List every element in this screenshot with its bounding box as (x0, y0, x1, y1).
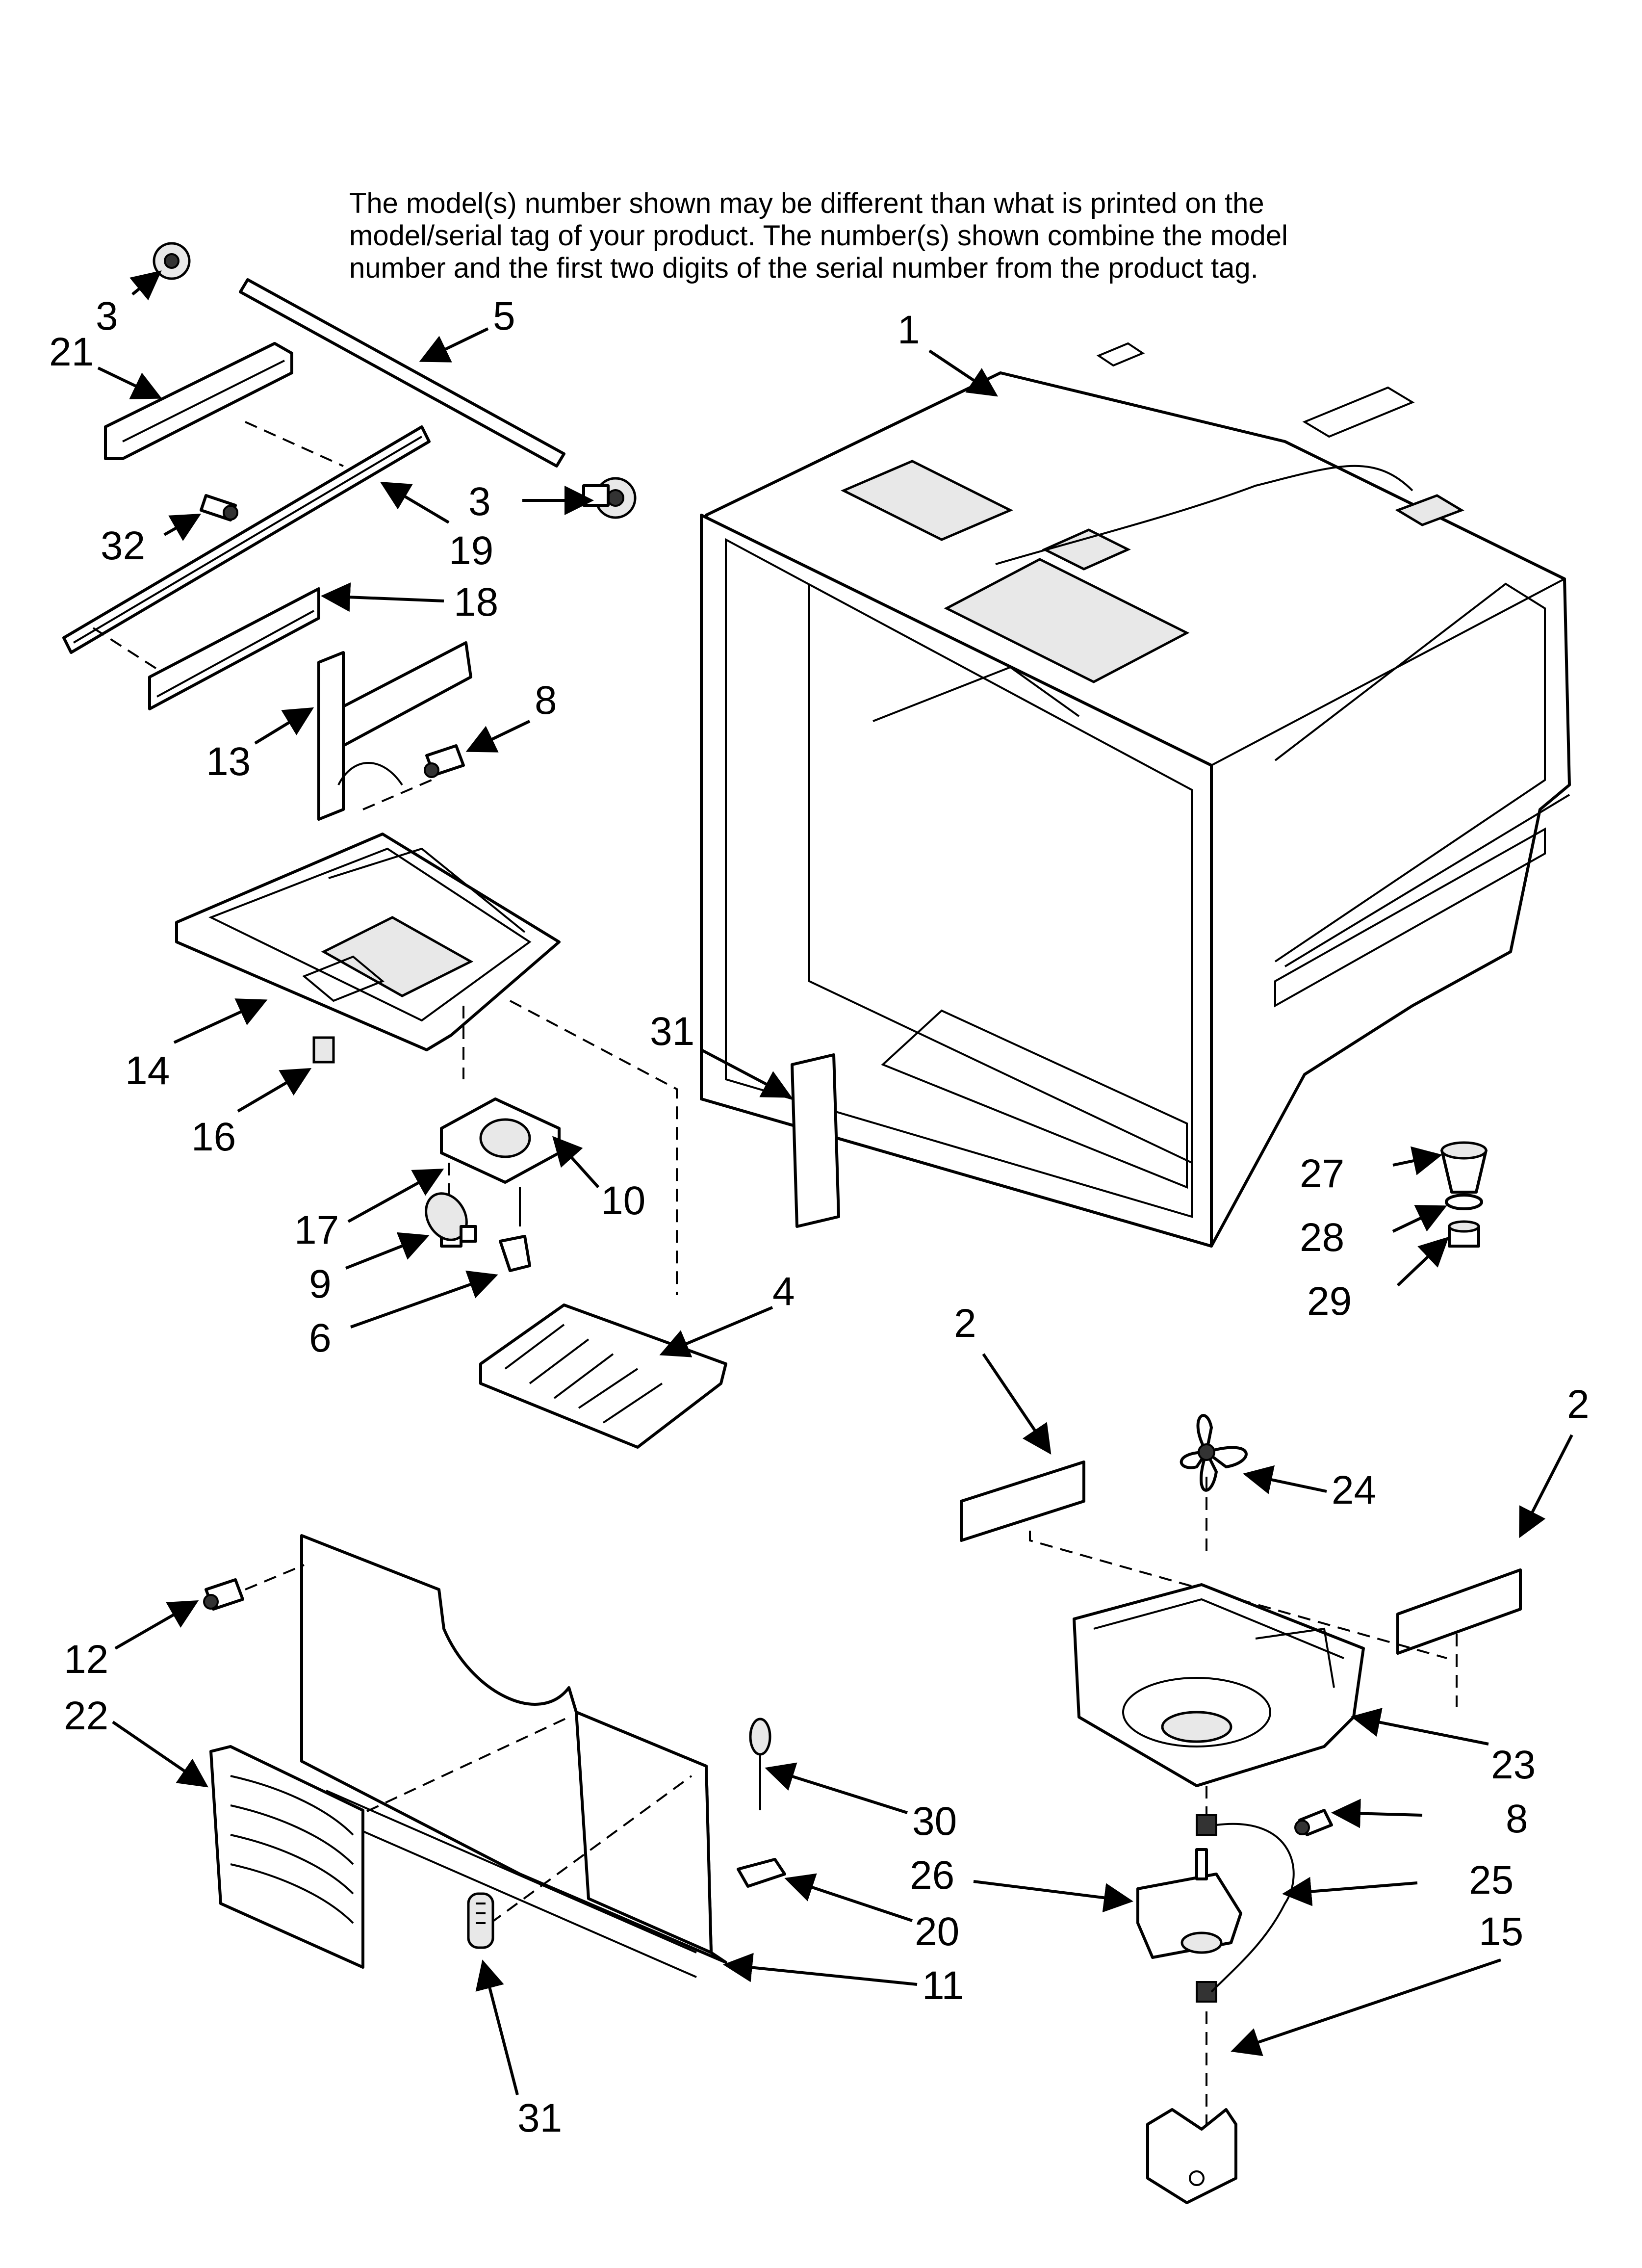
seal-part-2 (960, 1460, 1085, 1542)
callout-10: 10 (601, 1178, 645, 1223)
callout-20: 20 (915, 1909, 959, 1954)
slide-rail-part-19 (62, 425, 431, 654)
light-bulb-part-9 (425, 1192, 477, 1243)
callout-30: 30 (912, 1799, 957, 1844)
callout-31: 31 (650, 1009, 694, 1054)
bracket-part-13 (317, 641, 472, 821)
clip-part-31 (467, 1892, 494, 1949)
ring-part-28 (1445, 1194, 1483, 1210)
callout-27: 27 (1300, 1151, 1344, 1196)
callout-21: 21 (49, 330, 94, 374)
callout-6: 6 (309, 1316, 332, 1360)
motor-bracket-part-15 (1146, 2108, 1237, 2204)
callout-2: 2 (954, 1301, 976, 1346)
callout-8: 8 (535, 678, 557, 723)
foam-strip-part-20 (737, 1858, 786, 1888)
cap-part-27 (1440, 1141, 1488, 1194)
evaporator-cover-part-11 (300, 1534, 727, 1978)
callout-14: 14 (125, 1048, 170, 1093)
note-line: The model(s) number shown may be differe… (349, 187, 1264, 219)
callout-24: 24 (1332, 1468, 1376, 1512)
callout-32: 32 (101, 523, 145, 568)
callout-19: 19 (449, 528, 493, 573)
fan-housing-part-23 (1073, 1583, 1365, 1787)
gear-part-3 (153, 242, 191, 280)
callout-16: 16 (191, 1115, 236, 1159)
callout-15: 15 (1479, 1909, 1523, 1954)
fan-blade-part-24 (1180, 1414, 1248, 1492)
plug-part-29 (1448, 1220, 1480, 1248)
grille-part-22 (209, 1745, 364, 1969)
callout-22: 22 (64, 1694, 108, 1738)
seal-part-2-right (1396, 1568, 1522, 1655)
callout-26: 26 (910, 1853, 954, 1898)
callout-12: 12 (64, 1637, 108, 1682)
screw-part-32 (200, 494, 238, 521)
drain-trough-part-4 (479, 1303, 727, 1449)
callout-28: 28 (1300, 1215, 1344, 1260)
model-number-note: The model(s) number shown may be differe… (349, 187, 1526, 285)
screw-part-12 (203, 1578, 244, 1611)
slide-bracket-part-21 (104, 342, 293, 460)
callout-18: 18 (454, 580, 498, 625)
callout-29: 29 (1307, 1279, 1352, 1324)
note-line: model/serial tag of your product. The nu… (349, 220, 1288, 252)
callout-8: 8 (1506, 1797, 1528, 1841)
housing-part-14 (175, 833, 561, 1051)
leader-lines (97, 270, 1573, 2095)
callout-31: 31 (517, 2096, 562, 2140)
note-line: number and the first two digits of the s… (349, 252, 1258, 284)
gear-part-3-right (582, 477, 637, 519)
screw-part-8-right (1294, 1809, 1333, 1836)
thermistor-part-30 (749, 1718, 771, 1810)
callout-17: 17 (294, 1208, 339, 1252)
callout-23: 23 (1491, 1743, 1536, 1787)
callout-9: 9 (309, 1262, 332, 1306)
slide-rail-part-18 (148, 587, 320, 710)
callout-11: 11 (922, 1963, 964, 2008)
callout-4: 4 (772, 1269, 795, 1314)
callout-25: 25 (1469, 1858, 1514, 1903)
shaft-part-5 (239, 278, 565, 468)
fan-motor-part-26 (1136, 1814, 1242, 2003)
light-switch-part-10 (440, 1097, 561, 1184)
callout-13: 13 (206, 739, 251, 784)
screw-part-8 (424, 744, 465, 778)
light-socket-part-16 (312, 1036, 335, 1064)
duct-part-31 (791, 1053, 840, 1228)
lamp-socket-part-6 (499, 1235, 531, 1272)
callout-5: 5 (493, 294, 515, 339)
callout-2: 2 (1567, 1382, 1590, 1427)
callout-3: 3 (96, 294, 118, 339)
callout-labels: 3 21 5 1 3 32 19 18 8 13 14 16 31 10 17 … (49, 294, 1590, 2140)
callout-3: 3 (468, 479, 491, 524)
callout-1: 1 (898, 308, 920, 352)
